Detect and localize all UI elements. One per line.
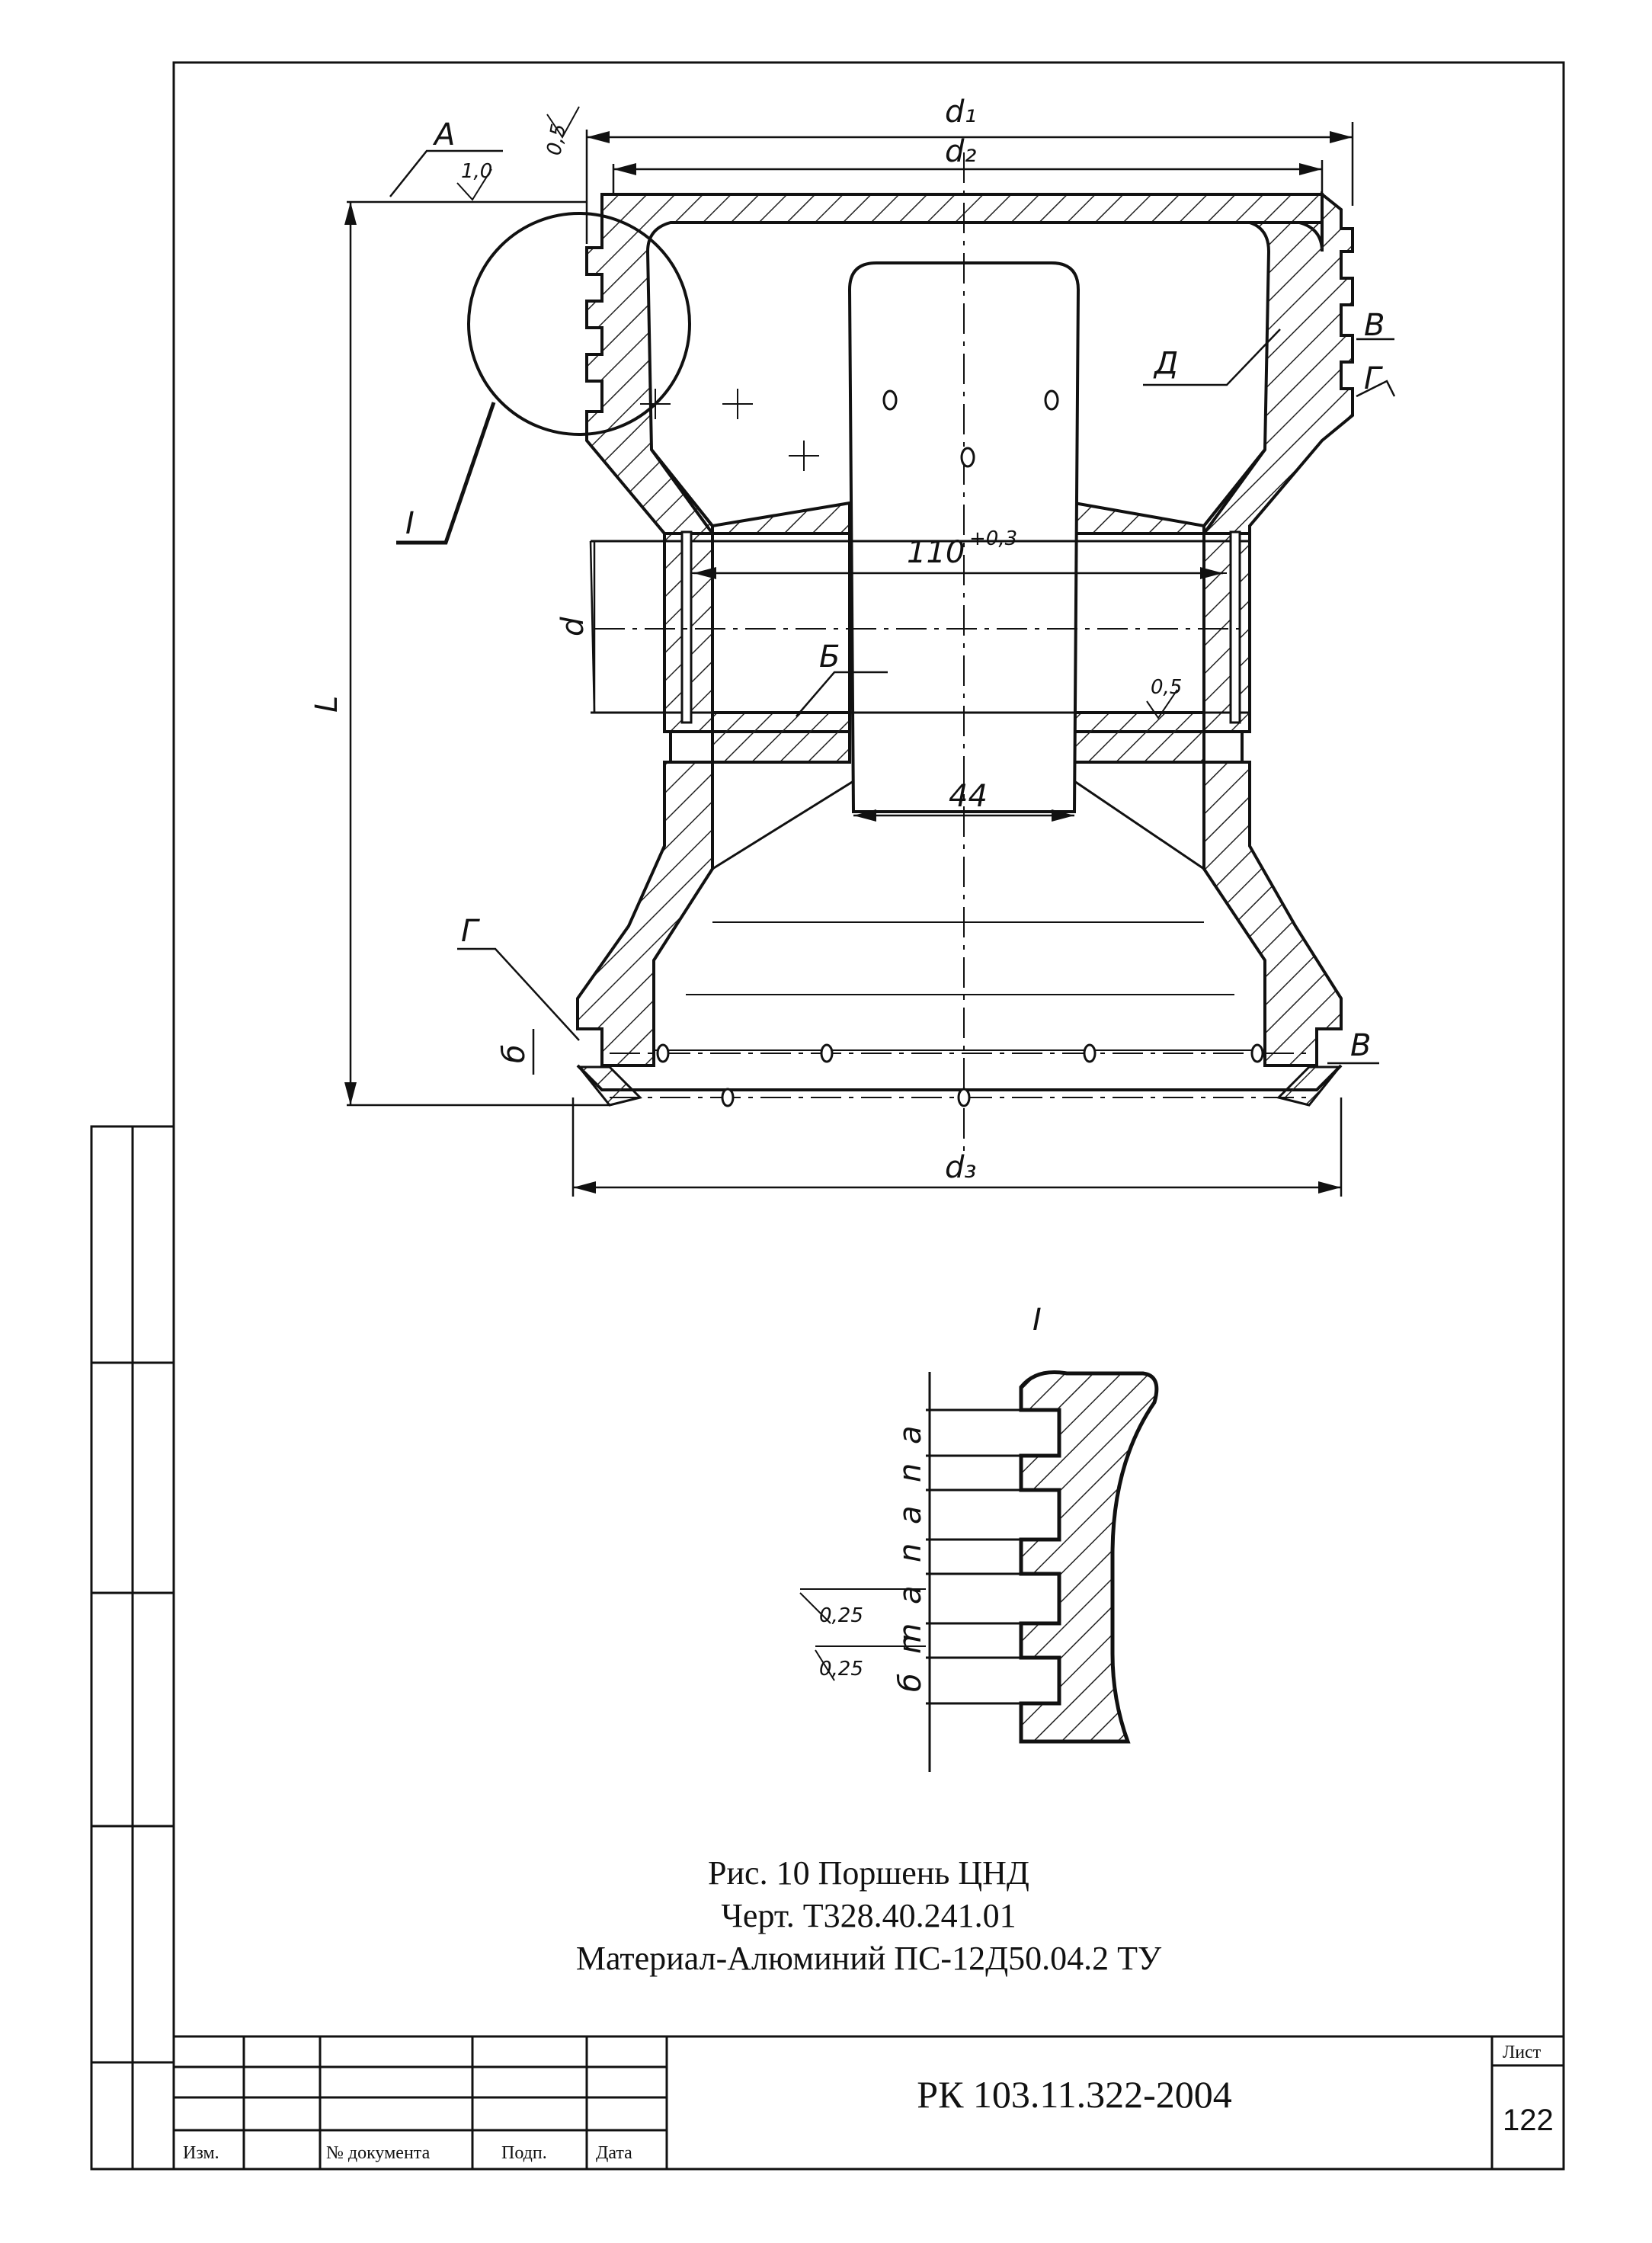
tb-designation: РК 103.11.322-2004 bbox=[917, 2073, 1231, 2116]
detail-view: I 0,25 0,25 a n a n a n б n bbox=[799, 1303, 1159, 1772]
tb-podp: Подп. bbox=[501, 2143, 547, 2163]
bottom-chamfer-right bbox=[1276, 1065, 1343, 1107]
piston-section bbox=[396, 152, 1354, 1158]
caption-line1: Рис. 10 Поршень ЦНД bbox=[708, 1854, 1029, 1892]
detail-dim-a1: a bbox=[893, 1425, 928, 1444]
label-B-pin: Б bbox=[819, 639, 840, 675]
tb-list-number: 122 bbox=[1503, 2104, 1554, 2137]
dimension-lines bbox=[347, 122, 1396, 1197]
detail-dim-a3: a bbox=[893, 1585, 928, 1604]
label-D: Д bbox=[1153, 346, 1178, 381]
detail-title: I bbox=[1032, 1303, 1042, 1338]
tb-list-label: Лист bbox=[1503, 2043, 1542, 2062]
tb-data: Дата bbox=[596, 2143, 632, 2163]
bottom-rim bbox=[576, 1064, 1343, 1091]
detail-ring-lands bbox=[926, 1372, 1021, 1772]
roughness-10: 1,0 bbox=[461, 160, 492, 183]
snap-ring-left bbox=[680, 530, 693, 724]
roughness-05-pin: 0,5 bbox=[1151, 676, 1182, 699]
skirt-inner-right bbox=[1074, 780, 1205, 870]
cross-marks bbox=[640, 389, 819, 471]
central-window bbox=[847, 261, 1081, 813]
detail-dim-n1: n bbox=[893, 1463, 928, 1482]
dim-d1: d₁ bbox=[945, 95, 976, 130]
boss-hatch-lower-left bbox=[711, 711, 851, 764]
dim-d2: d₂ bbox=[945, 134, 976, 169]
tb-doc-no: № документа bbox=[326, 2143, 431, 2163]
detail-dim-a2: a bbox=[893, 1505, 928, 1524]
dim-bore-tol: +0,3 bbox=[969, 527, 1017, 550]
bottom-chamfer-left bbox=[576, 1065, 642, 1107]
dim-d3: d₃ bbox=[945, 1150, 976, 1185]
caption-line2: Черт. Т328.40.241.01 bbox=[721, 1897, 1016, 1934]
dim-d: d bbox=[555, 617, 591, 636]
detail-dim-n2: n bbox=[893, 1543, 928, 1562]
margin-stamp-column bbox=[90, 1125, 175, 2171]
oil-holes bbox=[656, 389, 1264, 1107]
dim-boss: 44 bbox=[949, 779, 988, 814]
detail-dim-b: б bbox=[893, 1673, 928, 1692]
piston-right-wall bbox=[1202, 191, 1354, 1067]
piston-crown-web bbox=[650, 448, 851, 535]
label-G-top: Г bbox=[1364, 361, 1383, 396]
sheet-frame bbox=[172, 61, 1565, 2171]
label-A: A bbox=[432, 117, 455, 152]
detail-dim-n3: n bbox=[893, 1623, 928, 1642]
title-block bbox=[174, 2035, 1564, 2169]
skirt-inner-left bbox=[712, 780, 854, 870]
label-V-top: В bbox=[1364, 308, 1385, 343]
roughness-ticks bbox=[456, 106, 1178, 719]
dimension-arrows bbox=[344, 131, 1353, 1194]
boss-hatch-lower-right bbox=[1065, 711, 1205, 764]
label-b-small: б bbox=[497, 1044, 532, 1063]
snap-ring-right bbox=[1229, 530, 1241, 724]
caption-line3: Материал-Алюминий ПС-12Д50.04.2 ТУ bbox=[576, 1940, 1162, 1977]
dim-L: L bbox=[309, 696, 344, 713]
detail-leader bbox=[396, 402, 496, 545]
label-V-bottom: В bbox=[1350, 1028, 1371, 1063]
label-G-bottom: Г bbox=[461, 914, 480, 949]
detail-body bbox=[1019, 1370, 1159, 1744]
tb-izm: Изм. bbox=[183, 2143, 219, 2163]
label-section: I bbox=[405, 506, 415, 541]
detail-circle bbox=[467, 212, 691, 436]
detail-roughness-lines bbox=[799, 1588, 926, 1681]
dim-bore: 110 bbox=[907, 535, 965, 570]
detail-roughness-b: 0,25 bbox=[819, 1658, 863, 1681]
detail-dim-n4: n bbox=[893, 1635, 928, 1654]
detail-roughness-a: 0,25 bbox=[819, 1604, 863, 1627]
roughness-05-top: 0,5 bbox=[543, 122, 571, 157]
